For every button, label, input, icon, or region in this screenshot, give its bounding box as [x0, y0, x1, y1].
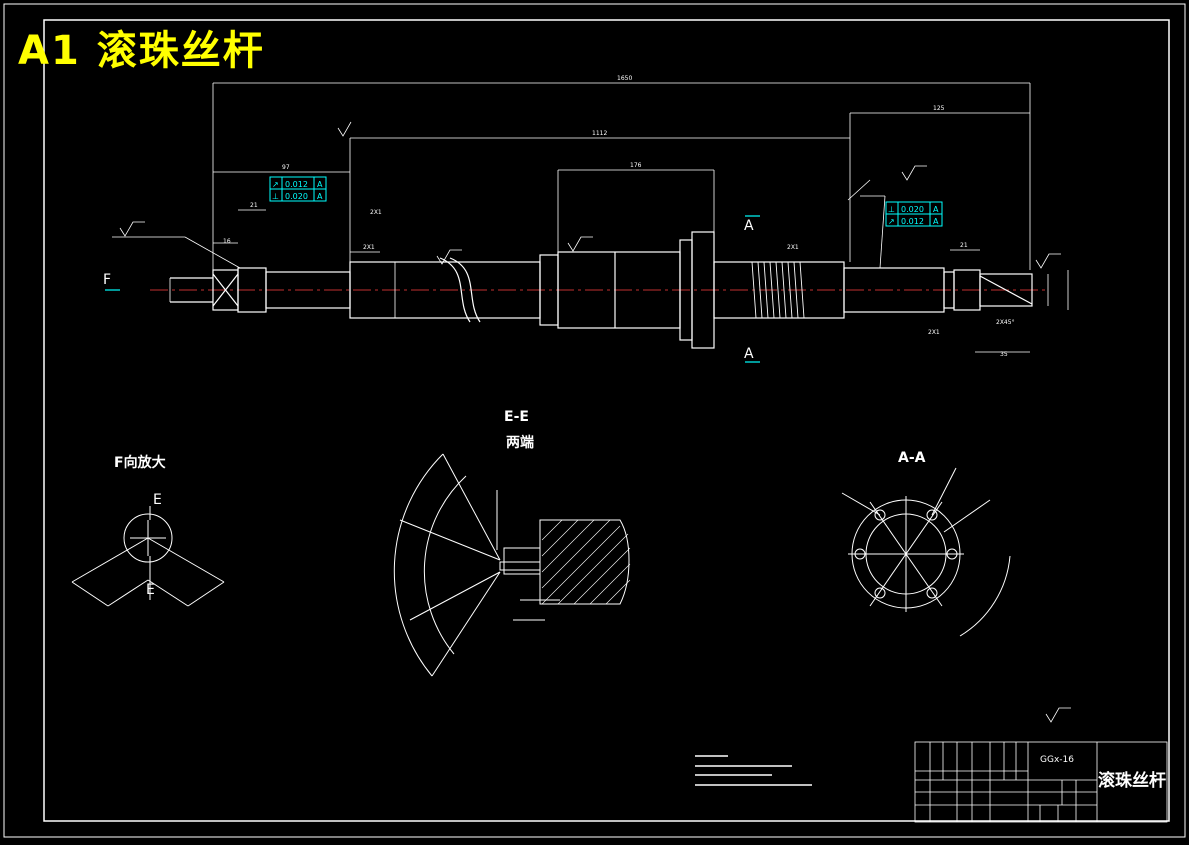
tol-left-1-symbol: ↗: [272, 180, 279, 189]
f-enlarged-view: [71, 506, 225, 607]
section-e-mark-bottom: E: [146, 582, 155, 598]
tol-left-1-value: 0.012: [285, 180, 308, 189]
tol-left-2-value: 0.020: [285, 192, 308, 201]
title-block-part-name: 滚珠丝杆: [1098, 771, 1166, 791]
section-a-mark-top: A: [744, 218, 754, 234]
tol-right-2-value: 0.012: [901, 217, 924, 226]
tol-right-1-symbol: ⊥: [888, 205, 895, 214]
svg-text:1112: 1112: [592, 130, 607, 137]
tol-right-2-symbol: ↗: [888, 217, 895, 226]
svg-text:16: 16: [223, 238, 231, 245]
dimension-lines: [112, 82, 1069, 353]
title-block: [914, 741, 1168, 823]
page-title: A1 滚珠丝杆: [18, 28, 265, 74]
shaft-main-view: [150, 231, 1045, 349]
section-a-mark-bottom: A: [744, 346, 754, 362]
svg-text:176: 176: [630, 162, 642, 169]
section-e-mark-top: E: [153, 492, 162, 508]
e-section-subtitle: 两端: [506, 435, 534, 451]
tol-right-2-datum: A: [933, 217, 939, 226]
svg-text:2X1: 2X1: [787, 244, 799, 251]
svg-text:2X1: 2X1: [928, 329, 940, 336]
a-section-view: [841, 467, 1011, 637]
technical-notes: [695, 755, 812, 786]
svg-text:2X45°: 2X45°: [996, 319, 1015, 326]
e-section-view: [393, 453, 631, 677]
svg-text:2X1: 2X1: [370, 209, 382, 216]
dimension-numbers: 1650 1112 125 97 176 21 2X1 16 2X1 2X1 2…: [223, 75, 1015, 358]
svg-text:1650: 1650: [617, 75, 632, 82]
tol-left-1-datum: A: [317, 180, 323, 189]
svg-text:2X1: 2X1: [363, 244, 375, 251]
a-section-title: A-A: [898, 450, 926, 466]
inner-border: [43, 19, 1170, 822]
tol-left-2-symbol: ⊥: [272, 192, 279, 201]
svg-text:21: 21: [960, 242, 968, 249]
outer-border: [3, 3, 1186, 838]
e-section-title: E-E: [504, 409, 529, 425]
roughness-symbols: [119, 121, 1071, 723]
svg-text:125: 125: [933, 105, 945, 112]
tolerance-frame-right: [885, 201, 943, 227]
drawing-number: GGx-16: [1040, 755, 1074, 765]
tol-right-1-datum: A: [933, 205, 939, 214]
svg-text:35: 35: [1000, 351, 1008, 358]
tol-right-1-value: 0.020: [901, 205, 924, 214]
tolerance-frame-left: [269, 176, 327, 202]
tol-left-2-datum: A: [317, 192, 323, 201]
f-view-mark: F: [103, 272, 111, 288]
svg-text:21: 21: [250, 202, 258, 209]
f-view-title: F向放大: [114, 455, 166, 471]
svg-text:97: 97: [282, 164, 290, 171]
